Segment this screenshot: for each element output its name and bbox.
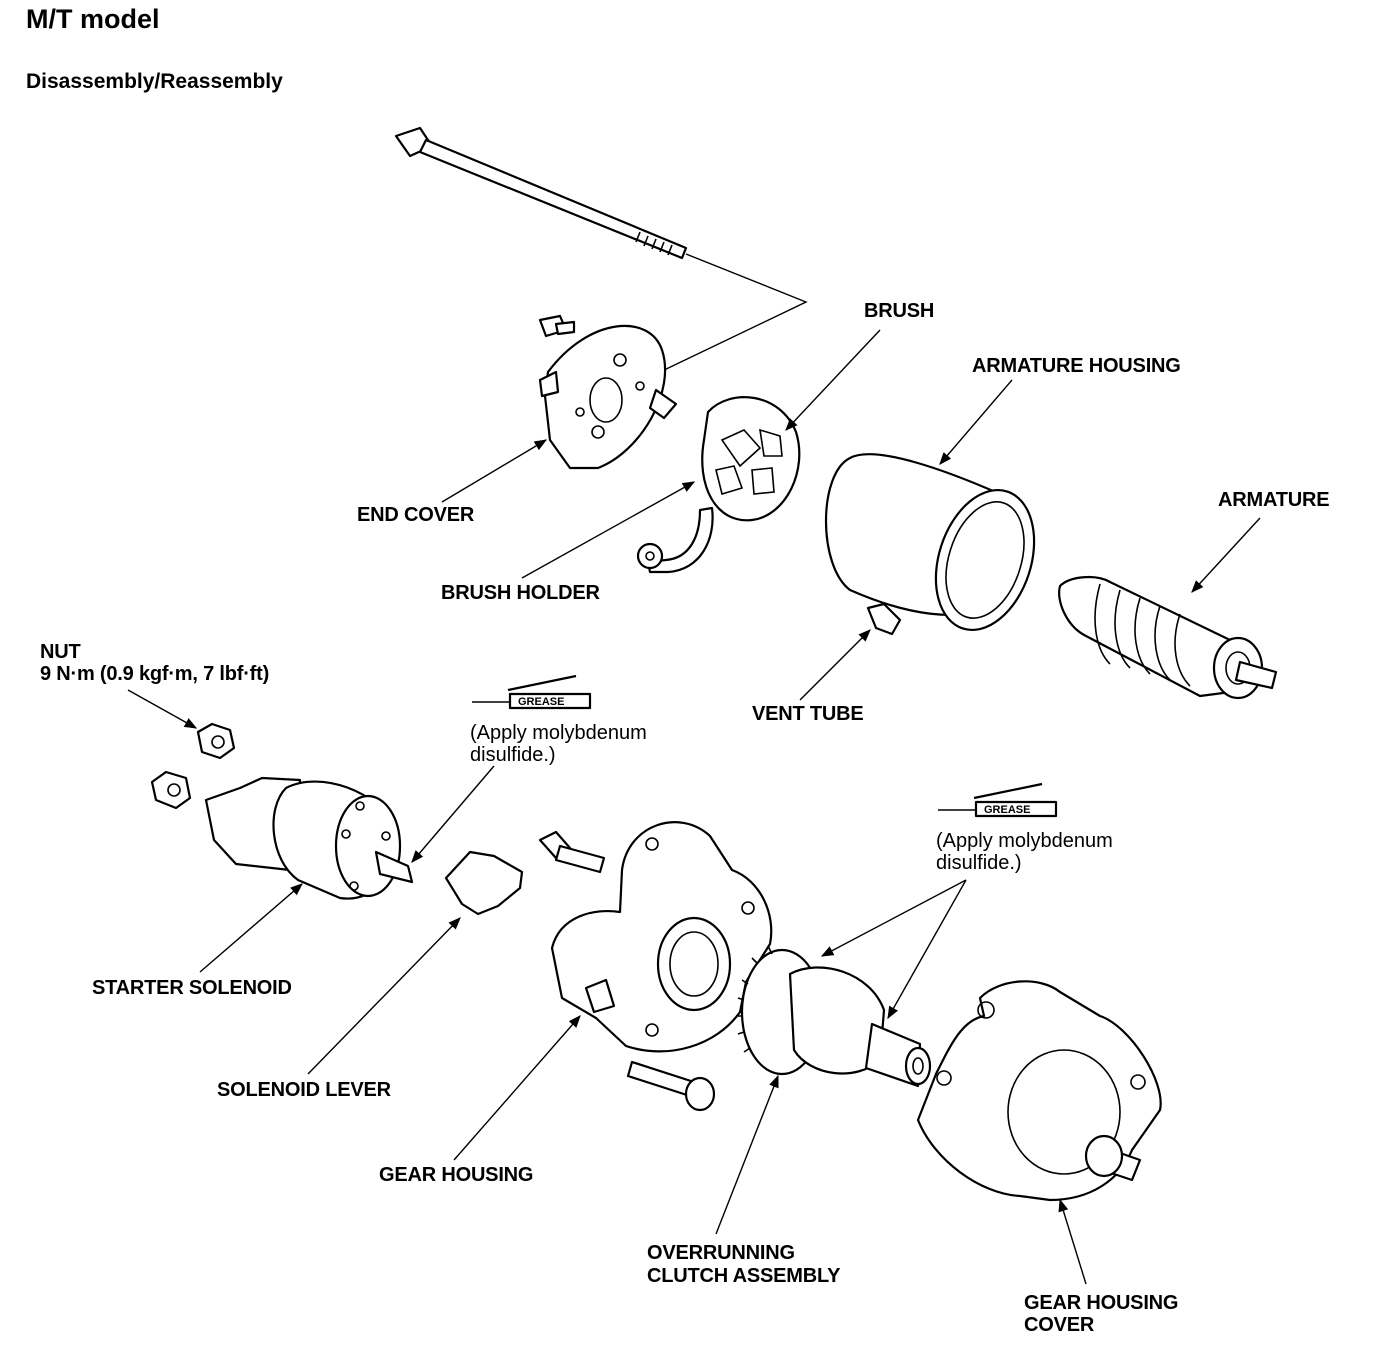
leader-gear-housing-cover	[1058, 1198, 1087, 1285]
leader-vent-tube	[799, 629, 871, 701]
label-nut-torque: 9 N·m (0.9 kgf·m, 7 lbf·ft)	[40, 663, 270, 685]
grease-note-1-line1: (Apply molybdenum	[470, 722, 647, 744]
label-armature: ARMATURE	[1218, 489, 1330, 511]
label-overrunning-clutch-line2: CLUTCH ASSEMBLY	[647, 1265, 841, 1287]
svg-text:GREASE: GREASE	[984, 804, 1030, 816]
starter-solenoid-part	[204, 776, 414, 900]
through-bolt	[394, 126, 688, 260]
label-gear-housing: GEAR HOUSING	[379, 1164, 534, 1186]
leader-grease-clutch-a	[820, 879, 967, 957]
leader-brush-holder	[521, 481, 696, 579]
grease-note-2-line1: (Apply molybdenum	[936, 830, 1113, 852]
label-end-cover: END COVER	[357, 504, 475, 526]
end-cover-part	[538, 314, 678, 470]
svg-text:GREASE: GREASE	[518, 696, 564, 708]
label-brush-holder: BRUSH HOLDER	[441, 582, 600, 604]
overrunning-clutch-part	[736, 945, 932, 1088]
leader-grease-clutch-b	[887, 879, 967, 1020]
solenoid-lever-part	[444, 850, 524, 916]
leader-gear-housing	[453, 1015, 581, 1161]
nut-part	[150, 722, 236, 810]
grease-icon-2: GREASE	[938, 782, 1058, 818]
leader-starter-solenoid	[199, 883, 303, 973]
leader-armature	[1191, 517, 1261, 593]
label-solenoid-lever: SOLENOID LEVER	[217, 1079, 391, 1101]
label-brush: BRUSH	[864, 300, 935, 322]
leader-solenoid-lever	[307, 917, 461, 1075]
grease-icon: GREASE	[472, 674, 592, 710]
gear-housing-cover-part	[916, 980, 1162, 1202]
label-armature-housing: ARMATURE HOUSING	[972, 355, 1181, 377]
page-title: M/T model	[26, 4, 160, 34]
gear-housing-bolt	[538, 830, 716, 1112]
label-starter-solenoid: STARTER SOLENOID	[92, 977, 292, 999]
leader-end-cover	[441, 439, 548, 503]
label-overrunning-clutch-line1: OVERRUNNING	[647, 1242, 795, 1264]
label-gear-housing-cover-line2: COVER	[1024, 1314, 1095, 1336]
label-nut: NUT	[40, 641, 81, 663]
leader-brush	[785, 329, 881, 431]
gear-housing-part	[550, 821, 773, 1053]
armature-housing-part	[825, 453, 1036, 632]
leader-armature-housing	[939, 379, 1013, 465]
armature-part	[1058, 576, 1278, 700]
label-vent-tube: VENT TUBE	[752, 703, 864, 725]
grease-note-2-line2: disulfide.)	[936, 852, 1022, 874]
page-subtitle: Disassembly/Reassembly	[26, 70, 283, 93]
bolt-leader	[659, 253, 808, 373]
leader-grease-solenoid	[411, 765, 495, 863]
brush-holder-part	[636, 396, 801, 574]
vent-tube-part	[866, 602, 902, 636]
grease-note-1-line2: disulfide.)	[470, 744, 556, 766]
leader-overrunning-clutch	[715, 1074, 779, 1235]
label-gear-housing-cover-line1: GEAR HOUSING	[1024, 1292, 1179, 1314]
leader-nut	[127, 689, 198, 729]
